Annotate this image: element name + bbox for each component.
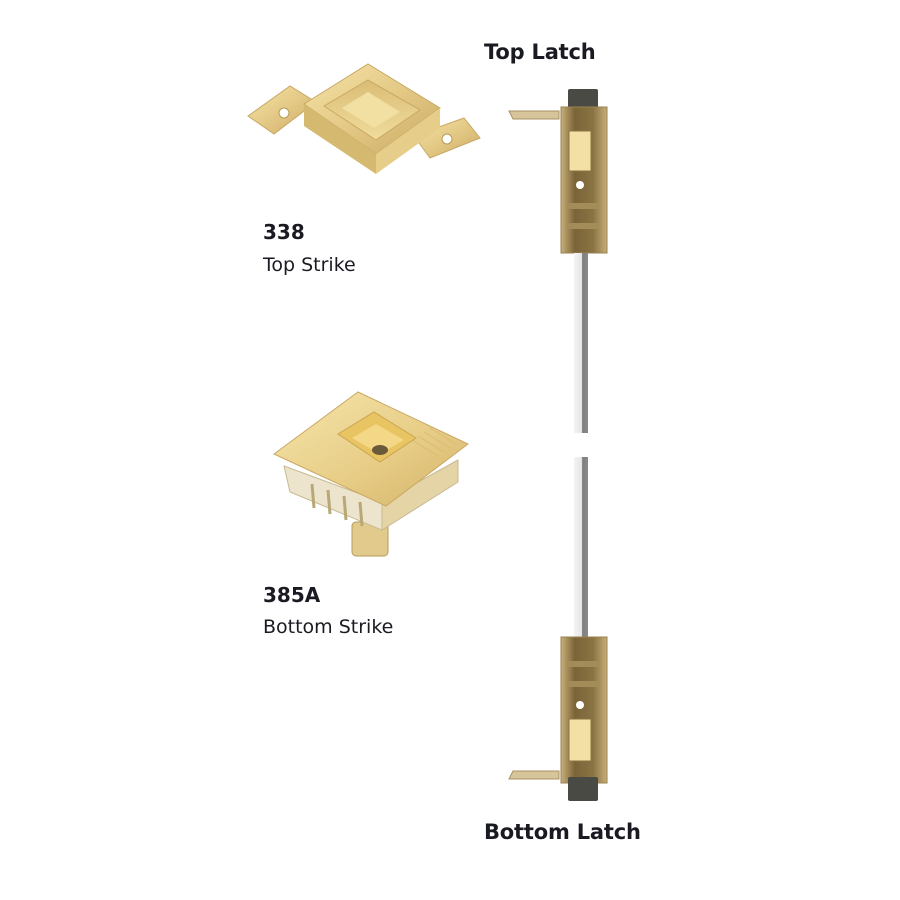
part-name-top-strike: Top Strike [263,254,356,276]
bottom-strike-image [273,391,469,557]
part-number-338: 338 [263,220,305,244]
flush-bolt-assembly-image [508,89,608,801]
top-latch-label: Top Latch [484,40,596,64]
bottom-latch-label: Bottom Latch [484,820,641,844]
part-name-bottom-strike: Bottom Strike [263,616,394,638]
part-number-385a: 385A [263,583,321,607]
top-strike-image [247,63,481,174]
